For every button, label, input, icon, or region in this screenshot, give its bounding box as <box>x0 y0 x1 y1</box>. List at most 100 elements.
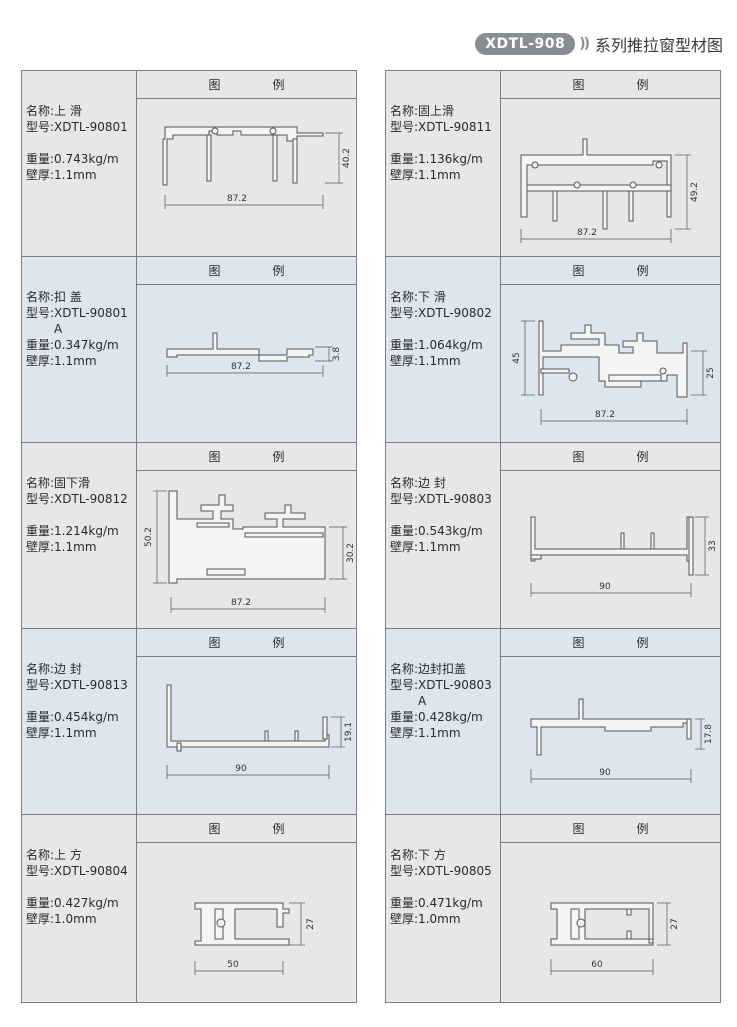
profile-name: 下 方 <box>418 848 446 862</box>
model-label: 型号: <box>390 492 419 506</box>
profile-card: 名称:边 封 型号:XDTL-90803 重量:0.543kg/m 壁厚:1.1… <box>385 442 721 628</box>
profile-name: 边 封 <box>54 662 82 676</box>
height-dimension-label: 50.2 <box>144 527 154 547</box>
name-label: 名称: <box>390 476 419 490</box>
profile-thickness: 1.1mm <box>54 354 97 368</box>
profile-drawing-area: 87.2 50.2 30.2 <box>137 471 356 628</box>
profile-cross-section-drawing: 87.23.8 <box>166 332 342 377</box>
profile-name: 固上滑 <box>418 104 455 118</box>
width-dimension-label: 87.2 <box>577 228 597 238</box>
profile-info: 名称:下 方 型号:XDTL-90805 重量:0.471kg/m 壁厚:1.0… <box>386 815 501 1002</box>
profile-card: 名称:固上滑 型号:XDTL-90811 重量:1.136kg/m 壁厚:1.1… <box>385 70 721 256</box>
profile-drawing-area: 50 27 <box>137 843 356 1002</box>
profile-weight: 0.543kg/m <box>418 524 483 538</box>
height-dimension-label: 27 <box>306 918 316 929</box>
profile-info: 名称:扣 盖 型号:XDTL-90801 A 重量:0.347kg/m 壁厚:1… <box>22 257 137 442</box>
profile-thickness: 1.0mm <box>54 912 97 926</box>
profile-model: XDTL-90813 <box>54 678 128 692</box>
profile-drawing-area: 87.2 49.2 <box>501 99 720 256</box>
width-dimension-label: 87.2 <box>595 410 615 420</box>
thickness-label: 壁厚: <box>26 354 55 368</box>
model-label: 型号: <box>26 120 55 134</box>
height-dimension-label: 19.1 <box>344 722 354 742</box>
height-dimension-label: 40.2 <box>342 148 352 168</box>
width-dimension-label: 87.2 <box>231 598 251 608</box>
profile-weight: 0.454kg/m <box>54 710 119 724</box>
profile-model: XDTL-90803 A <box>418 678 492 708</box>
height-dimension-label-secondary: 25 <box>706 367 716 378</box>
profile-model: XDTL-90811 <box>418 120 492 134</box>
profile-info: 名称:边 封 型号:XDTL-90803 重量:0.543kg/m 壁厚:1.1… <box>386 443 501 628</box>
profile-card: 名称:扣 盖 型号:XDTL-90801 A 重量:0.347kg/m 壁厚:1… <box>21 256 357 442</box>
profile-model: XDTL-90801 A <box>54 306 128 336</box>
model-label: 型号: <box>26 306 55 320</box>
height-dimension-label: 27 <box>670 918 680 929</box>
name-label: 名称: <box>26 476 55 490</box>
profile-model: XDTL-90804 <box>54 864 128 878</box>
profile-drawing-area: 90 19.1 <box>137 657 356 814</box>
weight-label: 重量: <box>390 710 419 724</box>
profile-model: XDTL-90803 <box>418 492 492 506</box>
profile-card: 名称:上 方 型号:XDTL-90804 重量:0.427kg/m 壁厚:1.0… <box>21 814 357 1003</box>
profile-info: 名称:上 方 型号:XDTL-90804 重量:0.427kg/m 壁厚:1.0… <box>22 815 137 1002</box>
height-dimension-label: 33 <box>708 540 718 551</box>
name-label: 名称: <box>26 848 55 862</box>
profile-card: 名称:下 方 型号:XDTL-90805 重量:0.471kg/m 壁厚:1.0… <box>385 814 721 1003</box>
profile-name: 上 滑 <box>54 104 82 118</box>
profile-name: 固下滑 <box>54 476 91 490</box>
profile-cross-section-drawing: 50 27 <box>194 902 316 975</box>
width-dimension-label: 50 <box>227 960 239 970</box>
profile-thickness: 1.1mm <box>418 354 461 368</box>
figure-heading: 图 例 <box>137 71 356 99</box>
profile-info: 名称:边封扣盖 型号:XDTL-90803 A 重量:0.428kg/m 壁厚:… <box>386 629 501 814</box>
name-label: 名称: <box>26 662 55 676</box>
name-label: 名称: <box>390 290 419 304</box>
profile-info: 名称:下 滑 型号:XDTL-90802 重量:1.064kg/m 壁厚:1.1… <box>386 257 501 442</box>
profile-name: 边 封 <box>418 476 446 490</box>
profile-weight: 1.214kg/m <box>54 524 119 538</box>
name-label: 名称: <box>390 662 419 676</box>
width-dimension-label: 90 <box>235 764 247 774</box>
profile-thickness: 1.0mm <box>418 912 461 926</box>
profile-cross-section-drawing: 90 19.1 <box>166 684 354 779</box>
name-label: 名称: <box>26 104 55 118</box>
profile-model: XDTL-90801 <box>54 120 128 134</box>
figure-heading: 图 例 <box>501 257 720 285</box>
height-dimension-label: 49.2 <box>690 182 700 202</box>
height-dimension-label-secondary: 30.2 <box>346 543 356 563</box>
profile-thickness: 1.1mm <box>54 168 97 182</box>
thickness-label: 壁厚: <box>390 912 419 926</box>
figure-heading: 图 例 <box>501 629 720 657</box>
profile-weight: 1.136kg/m <box>418 152 483 166</box>
weight-label: 重量: <box>26 896 55 910</box>
model-label: 型号: <box>26 678 55 692</box>
model-label: 型号: <box>26 492 55 506</box>
profile-weight: 0.471kg/m <box>418 896 483 910</box>
figure-heading: 图 例 <box>137 629 356 657</box>
model-label: 型号: <box>390 864 419 878</box>
profile-model: XDTL-90805 <box>418 864 492 878</box>
profile-drawing-area: 90 33 <box>501 471 720 628</box>
width-dimension-label: 90 <box>599 582 611 592</box>
profile-weight: 1.064kg/m <box>418 338 483 352</box>
profile-thickness: 1.1mm <box>54 726 97 740</box>
series-badge: XDTL-908 <box>475 33 576 55</box>
profile-card: 名称:上 滑 型号:XDTL-90801 重量:0.743kg/m 壁厚:1.1… <box>21 70 357 256</box>
profile-weight: 0.428kg/m <box>418 710 483 724</box>
profile-weight: 0.347kg/m <box>54 338 119 352</box>
model-label: 型号: <box>390 120 419 134</box>
profile-name: 边封扣盖 <box>418 662 467 676</box>
profile-thickness: 1.1mm <box>54 540 97 554</box>
name-label: 名称: <box>390 104 419 118</box>
